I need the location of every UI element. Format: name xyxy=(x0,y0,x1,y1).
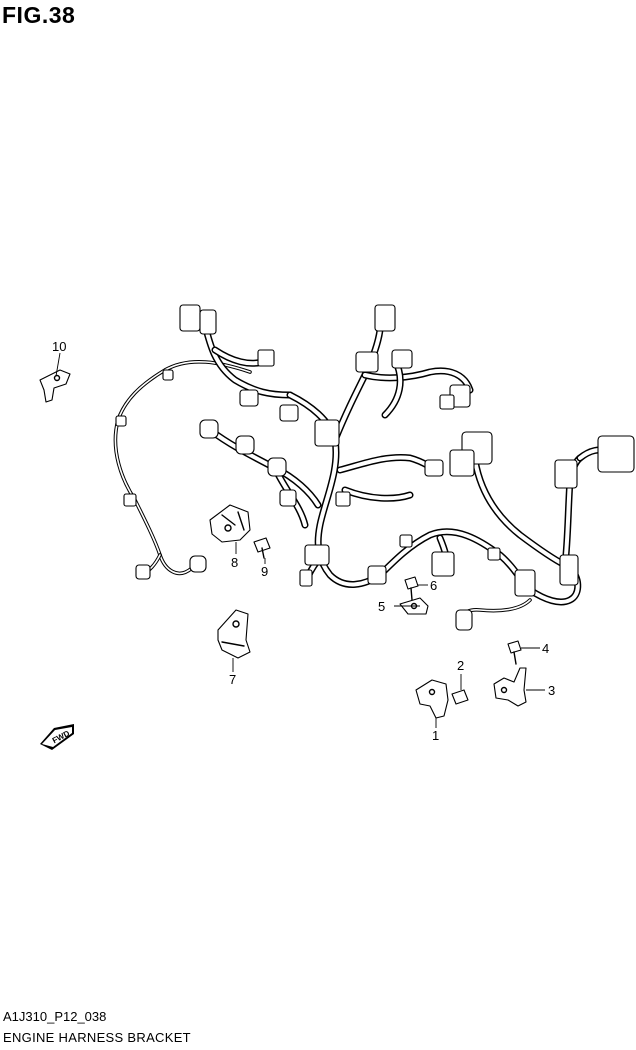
callout-4: 4 xyxy=(542,641,549,656)
callout-numbers: 10 8 9 7 5 6 4 3 1 2 xyxy=(52,339,555,743)
callout-10: 10 xyxy=(52,339,66,354)
part-1-bracket xyxy=(415,679,449,719)
part-2-bolt xyxy=(451,689,469,705)
callout-8: 8 xyxy=(231,555,238,570)
part-8-bracket xyxy=(209,504,251,543)
callout-5: 5 xyxy=(378,599,385,614)
callout-leaders xyxy=(55,352,545,728)
callout-6: 6 xyxy=(430,578,437,593)
callout-1: 1 xyxy=(432,728,439,743)
part-10-bracket xyxy=(39,369,71,403)
callout-3: 3 xyxy=(548,683,555,698)
part-3-bracket xyxy=(493,667,527,707)
wiring-harness xyxy=(113,304,635,631)
figure-label: FIG.38 xyxy=(2,2,76,28)
part-7-bracket xyxy=(217,609,251,659)
fwd-arrow-icon: FWD xyxy=(40,724,74,750)
figure-caption: ENGINE HARNESS BRACKET xyxy=(3,1030,191,1045)
drawing-code: A1J310_P12_038 xyxy=(3,1009,107,1024)
callout-2: 2 xyxy=(457,658,464,673)
callout-9: 9 xyxy=(261,564,268,579)
part-6-bolt xyxy=(404,576,419,601)
part-4-bolt xyxy=(507,640,522,665)
callout-7: 7 xyxy=(229,672,236,687)
part-9-bolt xyxy=(253,537,271,559)
